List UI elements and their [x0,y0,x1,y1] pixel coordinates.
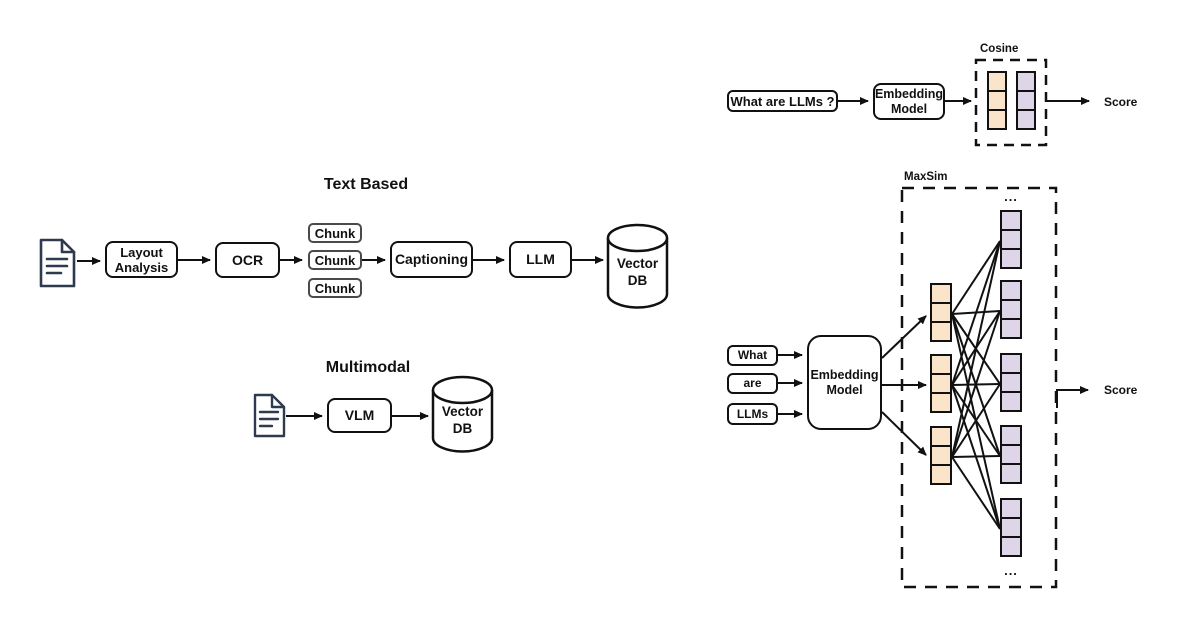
llm-node: LLM [509,241,572,278]
vector-cell [930,445,952,466]
vector-cell [1000,229,1022,250]
maxsim-dashed-box [900,186,1058,589]
doc-vector [1000,425,1022,484]
cosine-query-node: What are LLMs ? [727,90,838,112]
vector-cell [930,464,952,485]
maxsim-label: MaxSim [904,171,948,183]
doc-vector [1000,498,1022,557]
vector-cell [1016,71,1036,92]
cosine-score-label: Score [1104,95,1138,109]
vector-cell [1000,280,1022,301]
ellipsis-top: ... [1004,189,1018,204]
vector-cell [1000,463,1022,484]
vector-cell [930,283,952,304]
embedding-model-node: Embedding Model [807,335,882,430]
vector-cell [1000,372,1022,393]
document-icon [39,238,76,288]
layout-analysis-node: Layout Analysis [105,241,178,278]
maxsim-score-label: Score [1104,383,1138,397]
vector-cell [1016,90,1036,111]
doc-vector [1000,210,1022,269]
doc-vector [1016,71,1036,130]
doc-vector [1000,353,1022,412]
cosine-label: Cosine [980,43,1019,55]
vector-cell [1000,517,1022,538]
text-based-title: Text Based [323,176,409,193]
query-token-node: What [727,345,778,366]
vector-db-label: Vector DB [616,256,659,288]
vector-db-cylinder [606,223,669,309]
vector-cell [1000,391,1022,412]
vector-cell [930,426,952,447]
embedding-model-node: Embedding Model [873,83,945,120]
vector-cell [930,321,952,342]
ocr-node: OCR [215,242,280,278]
query-vector [930,283,952,342]
vector-cell [1000,210,1022,231]
vector-cell [1016,109,1036,130]
query-vector [987,71,1007,130]
flow-arrows [77,97,1090,456]
vector-cell [987,71,1007,92]
query-vector [930,426,952,485]
cosine-dashed-box [974,58,1048,147]
document-icon [253,393,286,438]
chunk-node: Chunk [308,223,362,243]
captioning-node: Captioning [390,241,473,278]
multimodal-title: Multimodal [325,359,411,376]
vector-cell [930,373,952,394]
query-token-node: are [727,373,778,394]
vector-cell [1000,498,1022,519]
vector-cell [930,302,952,323]
vector-cell [1000,353,1022,374]
vector-cell [987,90,1007,111]
vector-cell [987,109,1007,130]
vector-cell [930,392,952,413]
vector-db-cylinder [431,375,494,453]
vector-cell [1000,248,1022,269]
vector-cell [1000,444,1022,465]
vector-cell [1000,299,1022,320]
chunk-node: Chunk [308,250,362,270]
vector-cell [1000,536,1022,557]
query-token-node: LLMs [727,403,778,425]
doc-vector [1000,280,1022,339]
vector-cell [1000,318,1022,339]
query-vector [930,354,952,413]
vector-cell [930,354,952,375]
maxsim-interaction-lines [951,240,1001,530]
ellipsis-bottom: ... [1004,563,1018,578]
vector-cell [1000,425,1022,446]
chunk-node: Chunk [308,278,362,298]
vector-db-label: Vector DB [441,404,484,436]
vlm-node: VLM [327,398,392,433]
